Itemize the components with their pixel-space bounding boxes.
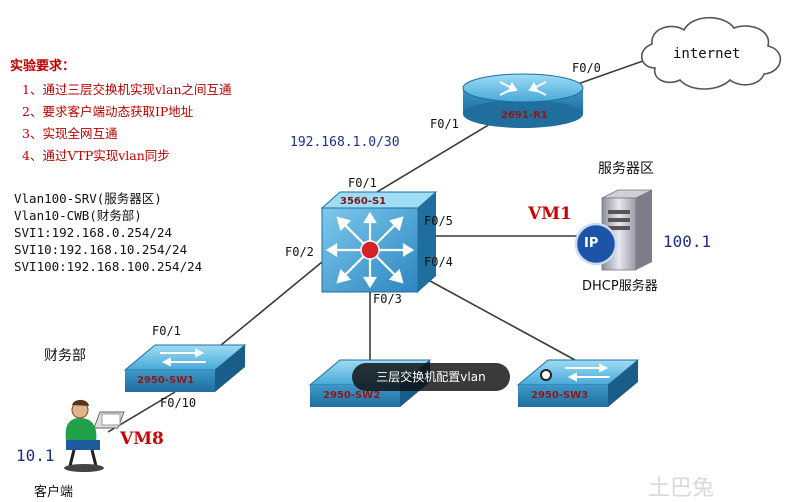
- core-switch-icon: [320, 191, 438, 293]
- client-ip-label: 10.1: [16, 446, 55, 465]
- config-line: Vlan100-SRV(服务器区): [14, 191, 162, 206]
- config-line: SVI10:192.168.10.254/24: [14, 242, 188, 257]
- core-port-f04: F0/4: [424, 255, 453, 269]
- core-port-f01: F0/1: [348, 176, 377, 190]
- internet-cloud-icon: [641, 17, 782, 90]
- requirement-item: 1、通过三层交换机实现vlan之间互通: [22, 82, 232, 97]
- core-port-f03: F0/3: [373, 292, 402, 306]
- router-icon: [462, 73, 584, 128]
- router-port-wan: F0/0: [572, 61, 601, 75]
- sw1-label: 2950-SW1: [137, 375, 195, 386]
- router-label: 2691-R1: [501, 110, 548, 121]
- switch-sw1-icon: [123, 344, 247, 392]
- watermark-logo: 土巴兔: [648, 476, 715, 501]
- sw1-port-down: F0/10: [160, 396, 197, 410]
- link-network-label: 192.168.1.0/30: [290, 135, 400, 150]
- link-core-sw3: [409, 269, 576, 361]
- internet-label: internet: [673, 46, 741, 62]
- config-line: SVI100:192.168.100.254/24: [14, 259, 203, 274]
- server-name-label: DHCP服务器: [582, 279, 658, 294]
- requirement-item: 2、要求客户端动态获取IP地址: [22, 104, 194, 119]
- ip-badge-icon: IP: [584, 236, 599, 251]
- finance-dept-label: 财务部: [44, 348, 86, 364]
- requirement-item: 4、通过VTP实现vlan同步: [22, 148, 170, 163]
- server-zone-label: 服务器区: [598, 161, 654, 177]
- client-user-icon: [64, 399, 125, 472]
- router-port-lan: F0/1: [430, 117, 459, 131]
- core-port-f05: F0/5: [424, 214, 453, 228]
- core-port-f02: F0/2: [285, 245, 314, 259]
- server-ip-label: 100.1: [663, 232, 712, 251]
- server-vm-label: VM1: [528, 204, 572, 224]
- client-name-label: 客户端: [34, 485, 74, 500]
- client-vm-label: VM8: [120, 429, 164, 449]
- core-switch-label: 3560-S1: [340, 196, 387, 207]
- requirements-title: 实验要求：: [10, 59, 76, 74]
- video-caption-overlay: 三层交换机配置vlan: [352, 363, 510, 391]
- config-line: Vlan10-CWB(财务部): [14, 208, 142, 223]
- config-line: SVI1:192.168.0.254/24: [14, 225, 173, 240]
- link-core-sw1: [214, 261, 323, 351]
- sw3-label: 2950-SW3: [531, 390, 589, 401]
- requirement-item: 3、实现全网互通: [22, 126, 118, 141]
- sw2-label: 2950-SW2: [323, 390, 381, 401]
- sw1-port-up: F0/1: [152, 324, 181, 338]
- server-icon: [574, 189, 653, 271]
- switch-sw3-icon: [516, 359, 640, 407]
- link-router-core: [371, 114, 506, 196]
